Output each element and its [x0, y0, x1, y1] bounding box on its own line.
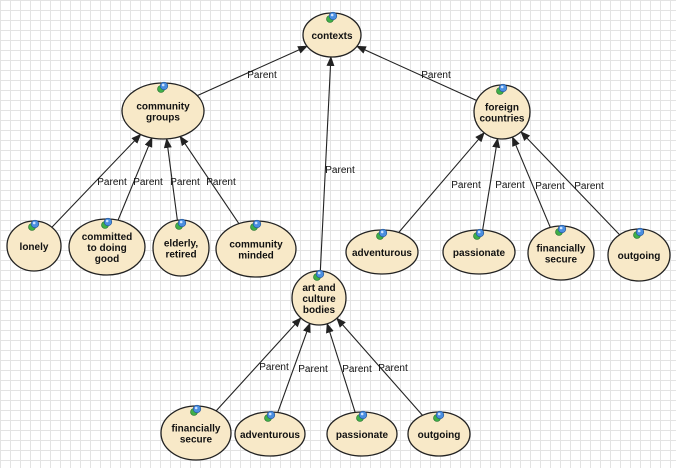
edge-label: Parent	[495, 180, 525, 191]
edge-fc_adventurous-to-foreign_countries[interactable]	[398, 132, 485, 233]
edge-elderly-to-community_groups[interactable]	[163, 137, 178, 221]
concept-icon	[555, 224, 567, 236]
node-label: adventurous	[352, 248, 412, 259]
nodes-layer: contextscommunitygroupsforeigncountriesa…	[6, 11, 671, 461]
node-label: outgoing	[618, 251, 661, 262]
node-label: secure	[545, 255, 578, 266]
concept-icon	[190, 404, 202, 416]
edge-label: Parent	[259, 362, 289, 373]
edge-fc_passionate-to-foreign_countries[interactable]	[482, 137, 501, 231]
concept-icon	[175, 218, 187, 230]
concept-icon	[157, 81, 169, 93]
edge-label: Parent	[325, 165, 355, 176]
edge-label: Parent	[574, 181, 604, 192]
concept-icon	[356, 410, 368, 422]
node-label: financially	[172, 424, 221, 435]
concept-icon	[376, 228, 388, 240]
node-elderly[interactable]: elderly,retired	[152, 218, 210, 277]
edge-label: Parent	[421, 70, 451, 81]
edge-fc_financially-to-foreign_countries[interactable]	[511, 136, 551, 228]
edge-label: Parent	[133, 177, 163, 188]
node-label: minded	[238, 251, 274, 262]
node-contexts[interactable]: contexts	[302, 11, 362, 58]
edge-fc_outgoing-to-foreign_countries[interactable]	[520, 131, 620, 236]
node-label: retired	[165, 250, 196, 261]
concept-icon	[28, 219, 40, 231]
edge-lonely-to-community_groups[interactable]	[51, 133, 142, 228]
edge-label: Parent	[298, 364, 328, 375]
edge-foreign_countries-to-contexts[interactable]	[355, 45, 477, 102]
node-ac-passionate[interactable]: passionate	[326, 410, 398, 457]
edge-art_culture-to-contexts[interactable]	[319, 55, 335, 272]
node-label: community	[136, 102, 190, 113]
edge-label: Parent	[451, 180, 481, 191]
concept-icon	[473, 228, 485, 240]
edge-community_minded-to-community_groups[interactable]	[179, 135, 240, 224]
node-label: elderly,	[164, 239, 198, 250]
node-fc-passionate[interactable]: passionate	[442, 228, 516, 275]
node-label: culture	[302, 294, 336, 305]
node-label: outgoing	[418, 430, 461, 441]
edge-ac_passionate-to-art_culture[interactable]	[326, 322, 356, 413]
node-label: passionate	[453, 248, 506, 259]
node-label: financially	[537, 244, 586, 255]
node-label: lonely	[20, 242, 49, 253]
edge-ac_financially-to-art_culture[interactable]	[215, 317, 302, 412]
edge-label: Parent	[342, 364, 372, 375]
edge-ac_outgoing-to-art_culture[interactable]	[336, 317, 423, 416]
edge-label: Parent	[378, 363, 408, 374]
concept-icon	[313, 269, 325, 281]
node-label: contexts	[311, 31, 353, 42]
node-label: committed	[82, 232, 133, 243]
node-label: bodies	[303, 305, 336, 316]
node-label: to doing	[87, 243, 126, 254]
edge-ac_adventurous-to-art_culture[interactable]	[277, 322, 311, 413]
node-ac-adventurous[interactable]: adventurous	[234, 410, 306, 457]
edge-community_groups-to-contexts[interactable]	[197, 45, 308, 97]
node-label: passionate	[336, 430, 389, 441]
node-fc-outgoing[interactable]: outgoing	[607, 227, 671, 282]
node-lonely[interactable]: lonely	[6, 219, 62, 272]
node-label: community	[229, 240, 283, 251]
edge-committed-to-community_groups[interactable]	[117, 137, 153, 221]
node-label: foreign	[485, 103, 519, 114]
concept-icon	[101, 217, 113, 229]
node-label: adventurous	[240, 430, 300, 441]
edge-label: Parent	[170, 177, 200, 188]
concept-icon	[433, 410, 445, 422]
edge-label: Parent	[206, 177, 236, 188]
node-label: secure	[180, 435, 213, 446]
edge-label: Parent	[535, 181, 565, 192]
node-label: countries	[479, 114, 524, 125]
concept-icon	[496, 83, 508, 95]
node-fc-adventurous[interactable]: adventurous	[345, 228, 419, 275]
concept-icon	[633, 227, 645, 239]
node-label: good	[95, 254, 119, 265]
edge-label: Parent	[247, 70, 277, 81]
concept-icon	[250, 219, 262, 231]
concept-icon	[326, 11, 338, 23]
concept-icon	[264, 410, 276, 422]
node-label: art and	[302, 283, 335, 294]
edge-label: Parent	[97, 177, 127, 188]
node-ac-outgoing[interactable]: outgoing	[407, 410, 471, 457]
node-label: groups	[146, 113, 180, 124]
